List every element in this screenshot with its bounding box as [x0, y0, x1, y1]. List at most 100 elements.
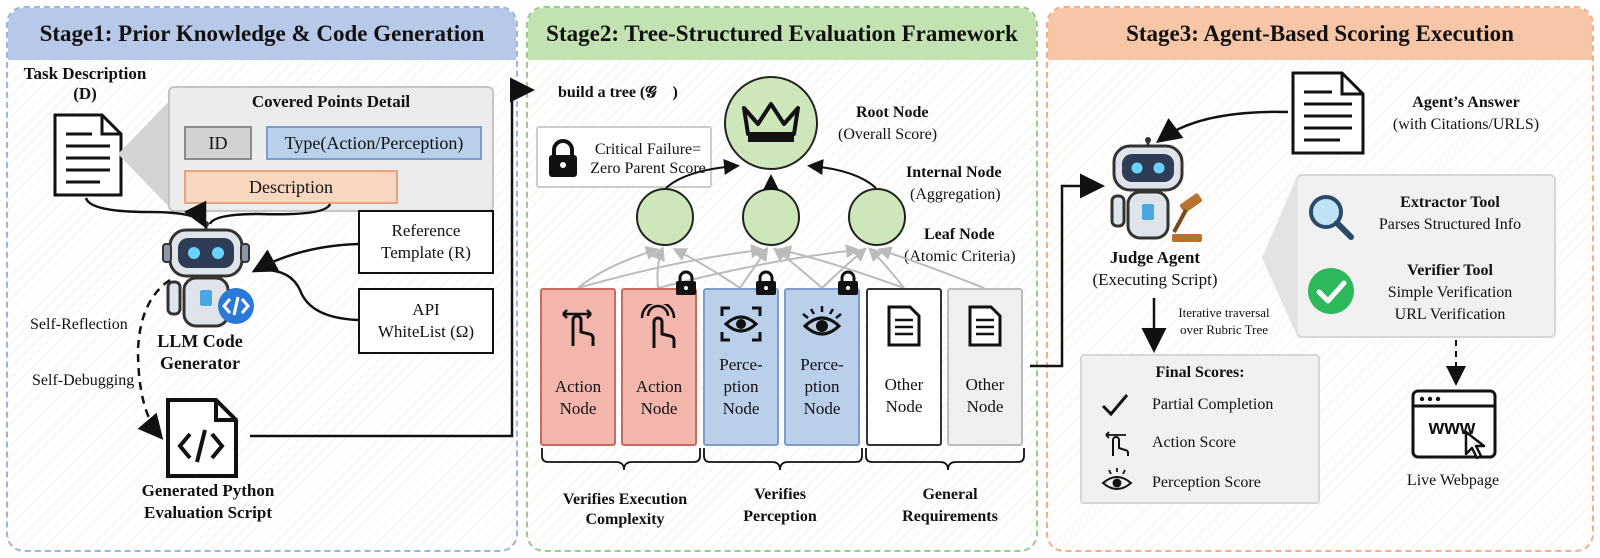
action-node: Action Node [540, 288, 616, 446]
group2-line2: Perception [743, 508, 817, 525]
tap-icon [640, 304, 676, 348]
magnifier-icon [1309, 195, 1354, 240]
agents-answer-sub: (with Citations/URLS) [1392, 116, 1540, 133]
python-script-icon [166, 398, 238, 478]
node-label: Perce- [800, 355, 844, 374]
extractor-tool-label: Extractor Tool [1400, 194, 1500, 211]
answer-document-icon [1291, 71, 1365, 155]
eye-scan-icon [720, 306, 762, 342]
verifier-desc1: Simple Verification [1387, 284, 1513, 301]
node-label: Perce- [719, 355, 763, 374]
script-line2: Evaluation Script [144, 503, 272, 522]
critical-line1: Critical Failure= [594, 141, 702, 158]
stage2-title: Stage2: Tree-Structured Evaluation Frame… [528, 8, 1036, 60]
internal-node-sub: (Aggregation) [910, 186, 1001, 203]
judge-agent-sub: (Executing Script) [1092, 270, 1218, 289]
judge-agent-label: Judge Agent [1109, 248, 1201, 267]
node-label: Node [885, 397, 923, 416]
internal-node-circle [848, 188, 906, 246]
internal-node-circle [636, 188, 694, 246]
other-node: Other Node [947, 288, 1023, 446]
task-description-line2: (D) [73, 84, 97, 103]
group-execution-label: Verifies Execution Complexity [540, 490, 710, 530]
node-label: Node [803, 399, 841, 418]
reference-line1: Reference [391, 221, 461, 240]
group2-line1: Verifies [754, 486, 806, 503]
llm-generator-label: LLM Code Generator [140, 330, 260, 374]
type-field: Type(Action/Perception) [266, 126, 482, 160]
callout-pointer [118, 98, 172, 210]
webpage-icon: www [1411, 389, 1497, 460]
other-node: Other Node [866, 288, 942, 446]
leaf-node-sub: (Atomic Criteria) [904, 248, 1016, 265]
document-icon [887, 305, 921, 347]
checkmark-icon [1308, 268, 1354, 314]
extractor-tool-desc: Parses Structured Info [1378, 216, 1522, 233]
reference-template-box: Reference Template (R) [358, 210, 494, 274]
root-node-sub: (Overall Score) [838, 126, 938, 143]
iter-line1: Iterative traversal [1178, 305, 1270, 320]
tap-gesture-icon [562, 309, 595, 346]
id-field: ID [184, 126, 252, 160]
lock-icon [838, 270, 858, 295]
stage1-title: Stage1: Prior Knowledge & Code Generatio… [8, 8, 516, 60]
check-icon [1101, 394, 1129, 417]
final-scores-title: Final Scores: [1155, 364, 1245, 381]
node-label: Action [635, 377, 683, 396]
group1-line1: Verifies Execution [562, 491, 688, 508]
agents-answer-label: Agent’s Answer [1412, 94, 1520, 111]
internal-node-label: Internal Node [906, 164, 1002, 181]
build-tree-label: build a tree (𝓖 ) [558, 84, 678, 102]
self-reflection-label: Self-Reflection [30, 316, 128, 333]
final-scores-box [1080, 354, 1320, 504]
api-line1: API [412, 300, 440, 319]
task-description-line1: Task Description [23, 64, 147, 83]
group-perception-label: Verifies Perception [720, 484, 840, 528]
node-label: ption [804, 377, 840, 396]
eye-icon [802, 306, 842, 336]
reference-line2: Template (R) [381, 243, 471, 262]
judge-robot-icon [1110, 137, 1203, 242]
node-label: Node [722, 399, 760, 418]
node-label: Node [559, 399, 597, 418]
node-label: ption [723, 377, 759, 396]
stage3-title: Stage3: Agent-Based Scoring Execution [1048, 8, 1592, 60]
description-field: Description [184, 170, 398, 204]
iter-line2: over Rubric Tree [1179, 322, 1269, 337]
group3-line2: Requirements [902, 508, 998, 525]
api-whitelist-box: API WhiteList (Ω) [358, 288, 494, 354]
document-icon [968, 305, 1002, 347]
root-node-label: Root Node [856, 104, 929, 121]
verifier-desc2: URL Verification [1394, 306, 1506, 323]
build-tree-text: build a tree (𝓖 [558, 84, 657, 101]
api-line2: WhiteList (Ω) [377, 322, 475, 341]
iterative-traversal-label: Iterative traversal over Rubric Tree [1164, 304, 1284, 338]
perception-node: Perce- ption Node [703, 288, 779, 446]
leaf-node-label: Leaf Node [924, 226, 995, 243]
generated-script-label: Generated Python Evaluation Script [110, 480, 306, 524]
node-label: Action [554, 377, 602, 396]
eye-icon [1101, 468, 1133, 490]
group1-line2: Complexity [585, 511, 665, 528]
lock-icon [756, 270, 776, 295]
root-node-circle [724, 76, 818, 170]
lock-icon [549, 139, 577, 177]
score-action: Action Score [1152, 434, 1236, 451]
live-webpage-label: Live Webpage [1406, 472, 1500, 489]
covered-points-title: Covered Points Detail [251, 92, 411, 111]
score-partial-completion: Partial Completion [1152, 396, 1274, 413]
group3-line1: General [922, 486, 978, 503]
critical-failure-text: Critical Failure= Zero Parent Score [586, 140, 710, 178]
self-debugging-label: Self-Debugging [32, 372, 135, 389]
verifier-tool-label: Verifier Tool [1407, 262, 1493, 279]
critical-line2: Zero Parent Score [590, 160, 706, 177]
www-text: www [1428, 417, 1476, 439]
lock-icon [676, 270, 696, 295]
build-tree-close: ) [672, 84, 678, 101]
task-description-label: Task Description (D) [10, 64, 160, 104]
score-perception: Perception Score [1152, 474, 1261, 491]
group-braces [541, 448, 1025, 471]
llm-line2: Generator [160, 353, 240, 373]
code-badge-icon [218, 288, 254, 324]
node-label: Other [965, 375, 1005, 394]
